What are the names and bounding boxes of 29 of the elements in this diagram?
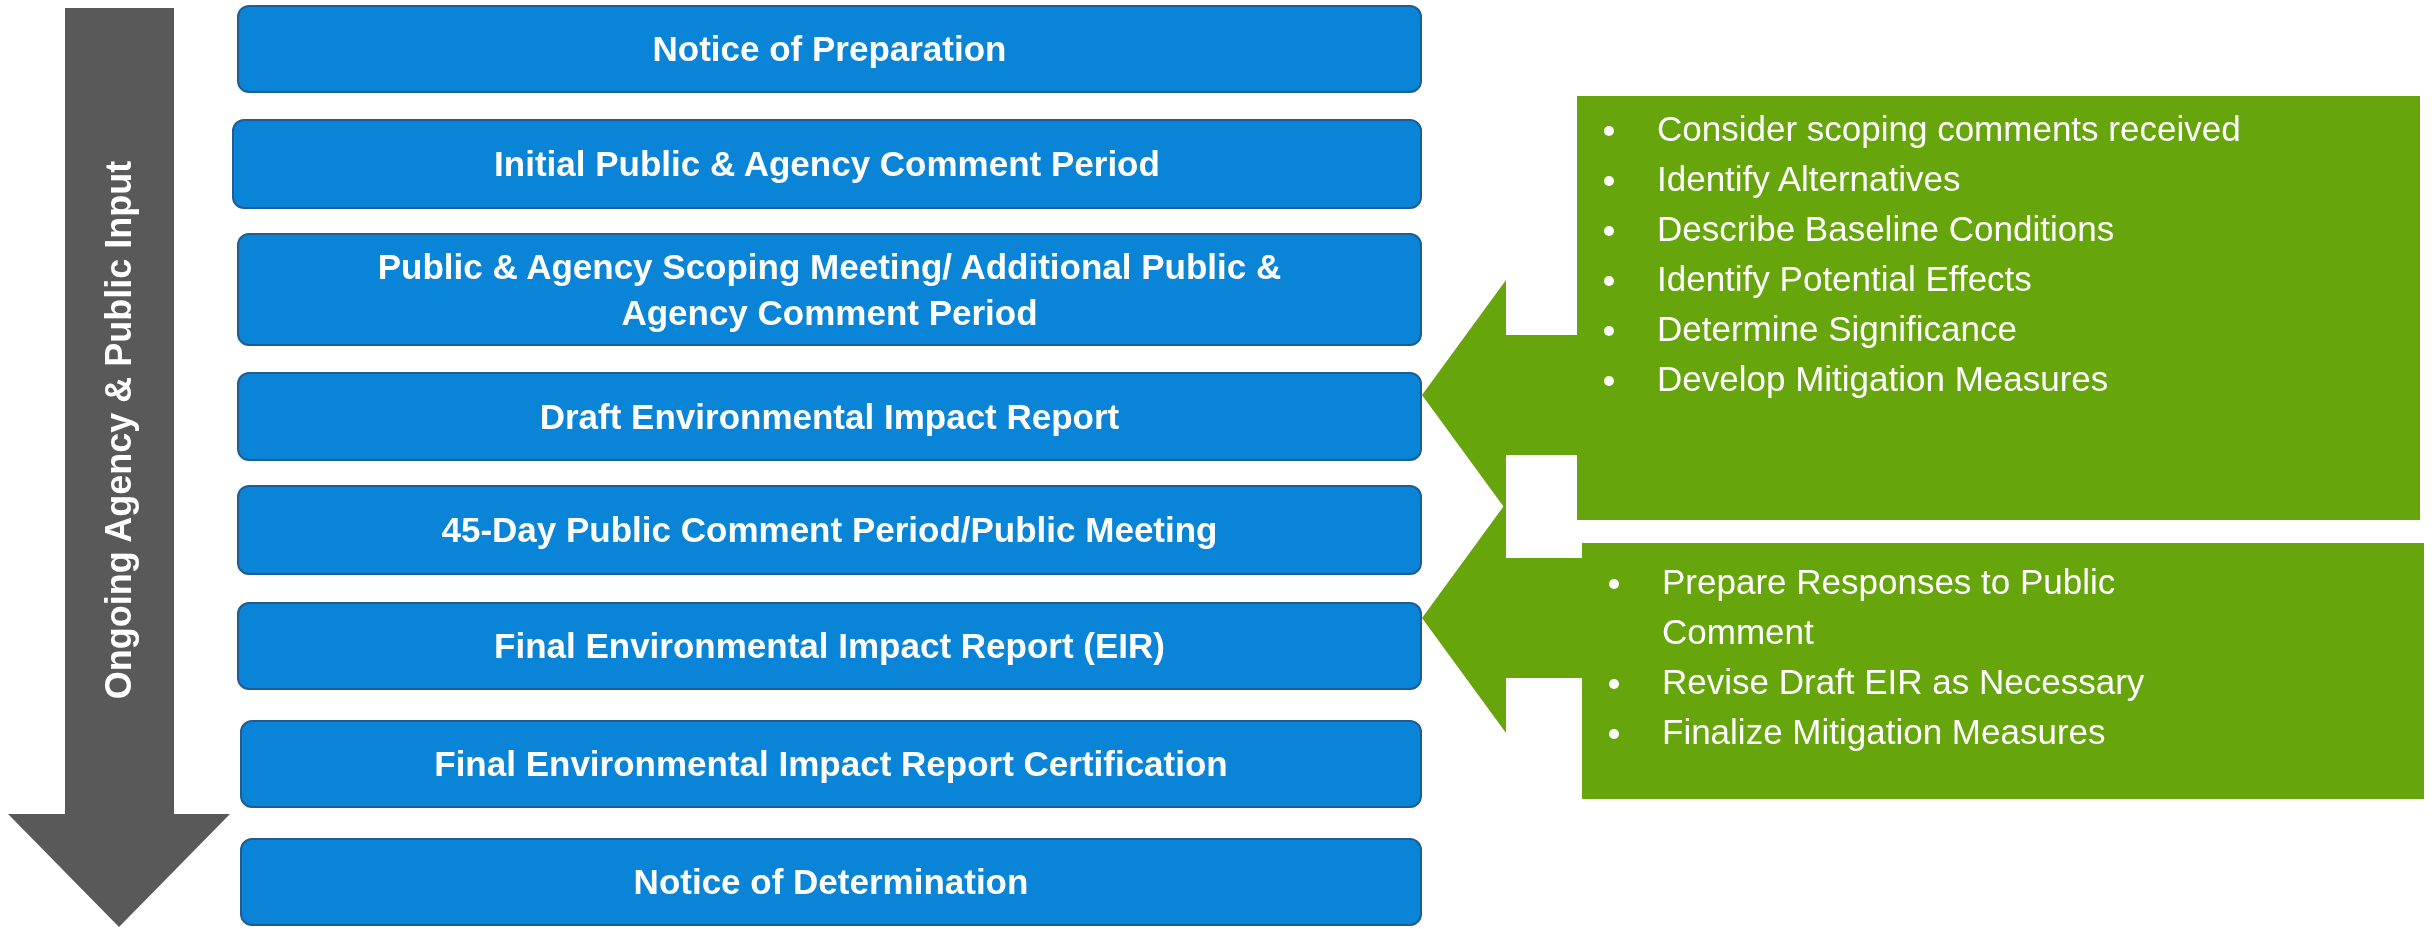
- bullet-item: Determine Significance: [1657, 309, 2017, 348]
- bullet-item: Finalize Mitigation Measures: [1662, 712, 2106, 751]
- process-box: [240, 720, 1422, 808]
- process-box: [237, 602, 1422, 690]
- step-text: Notice of Preparation: [651, 28, 1008, 71]
- task-panel: [1577, 96, 2420, 520]
- process-box: [237, 5, 1422, 93]
- bullet-item: Identify Alternatives: [1657, 159, 1961, 198]
- bullet-item: Describe Baseline Conditions: [1657, 209, 2115, 248]
- process-box: [240, 838, 1422, 926]
- process-box: [232, 119, 1422, 209]
- block-arrow: [1422, 503, 1582, 733]
- step-text: Final Environmental Impact Report (EIR): [493, 625, 1166, 668]
- process-box: [237, 485, 1422, 575]
- step-text: Draft Environmental Impact Report: [538, 395, 1121, 438]
- bullet-item: Identify Potential Effects: [1657, 259, 2032, 298]
- bullet-item: Prepare Responses to Public Comment: [1662, 562, 2116, 651]
- step-text: 45-Day Public Comment Period/Public Meeting: [440, 509, 1219, 552]
- bullet-item: Develop Mitigation Measures: [1657, 359, 2109, 398]
- process-box: [237, 233, 1422, 346]
- bullet-item: Consider scoping comments received: [1657, 109, 2241, 148]
- step-text: Final Environmental Impact Report Certification: [433, 743, 1229, 786]
- step-text: Initial Public & Agency Comment Period: [493, 143, 1161, 186]
- process-box: [237, 372, 1422, 461]
- side-label: Ongoing Agency & Public Input: [98, 160, 140, 700]
- bullet-item: Revise Draft EIR as Necessary: [1662, 662, 2145, 701]
- step-text: Public & Agency Scoping Meeting/ Additional Public & Agency Comment Period: [376, 246, 1283, 334]
- step-text: Notice of Determination: [632, 861, 1030, 904]
- task-panel: [1582, 543, 2424, 799]
